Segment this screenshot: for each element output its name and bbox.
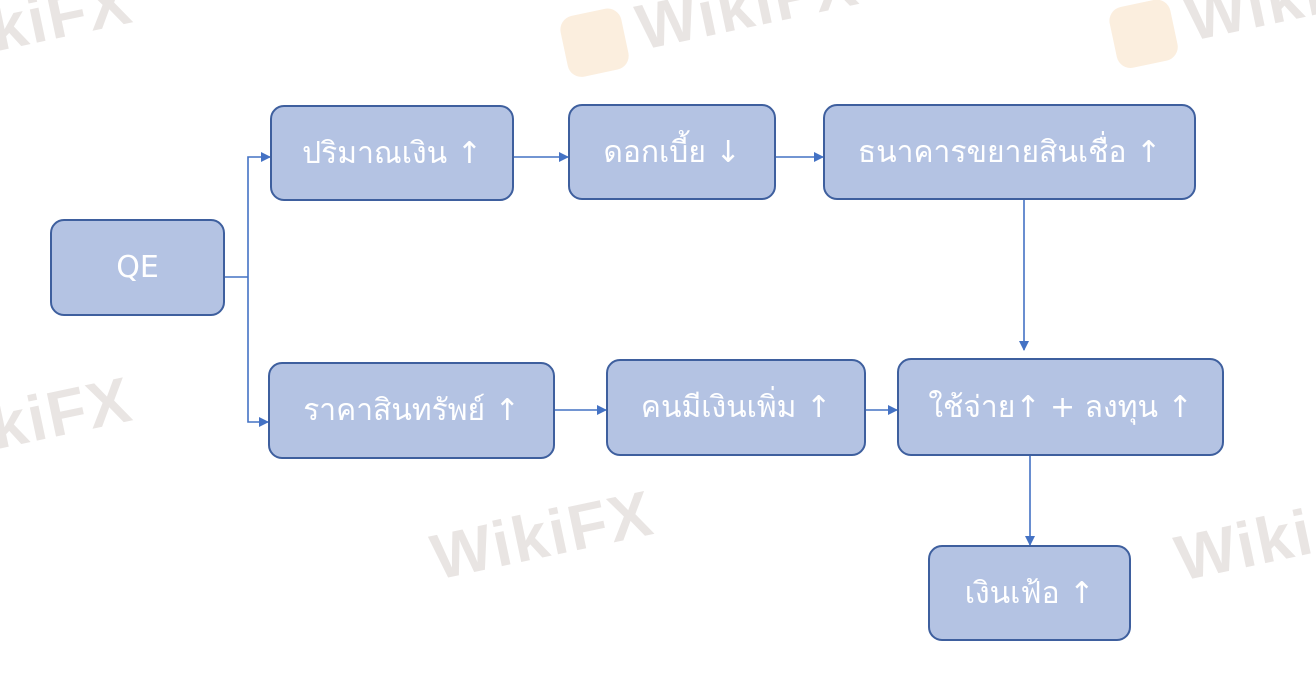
node-inflation: เงินเฟ้อ ↑ [928,545,1131,641]
node-label: ราคาสินทรัพย์ ↑ [303,393,520,428]
node-label: ปริมาณเงิน ↑ [302,135,482,171]
node-spend-invest: ใช้จ่าย↑ + ลงทุน ↑ [897,358,1224,456]
node-asset-price: ราคาสินทรัพย์ ↑ [268,362,555,459]
connector-qe-money [247,152,271,277]
node-label: เงินเฟ้อ ↑ [964,575,1095,611]
node-label: ดอกเบี้ย ↓ [603,134,741,170]
node-bank-credit: ธนาคารขยายสินเชื่อ ↑ [823,104,1196,200]
connector-qe-asset [247,277,269,427]
node-label: ใช้จ่าย↑ + ลงทุน ↑ [928,389,1193,425]
node-label: คนมีเงินเพิ่ม ↑ [640,390,832,425]
node-money-supply: ปริมาณเงิน ↑ [270,105,514,201]
node-interest: ดอกเบี้ย ↓ [568,104,776,200]
node-qe: QE [50,219,225,316]
node-label: QE [116,250,159,285]
node-more-money: คนมีเงินเพิ่ม ↑ [606,359,866,456]
node-label: ธนาคารขยายสินเชื่อ ↑ [857,134,1162,170]
